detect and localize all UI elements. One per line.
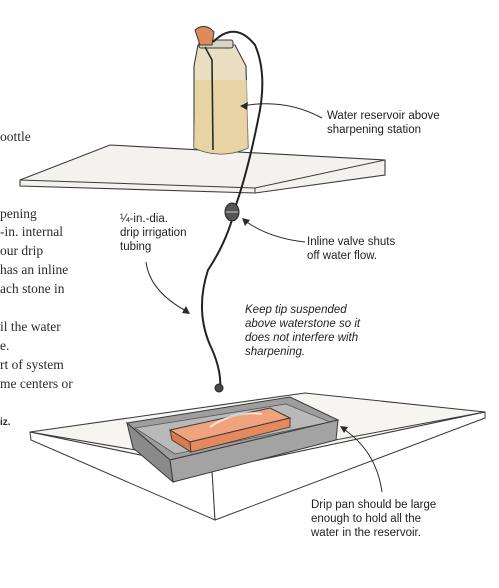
reservoir-callout-line-1: Water reservoir above [327,110,440,122]
left-text-line-9: rt of system [0,357,64,372]
upper-shelf [19,144,386,194]
leader-arrowheads [182,102,348,433]
drip-pan-callout-line-1: Drip pan should be large [311,499,437,511]
reservoir-callout: Water reservoir above sharpening station [327,109,440,137]
valve-callout-line-1: Inline valve shuts [307,236,396,248]
tip-callout-line-3: does not interfere with [245,332,359,344]
left-bold-fragment: iz. [0,417,11,428]
drip-pan-callout-line-2: enough to hold all the [311,513,421,525]
tip-callout-line-2: above waterstone so it [245,318,361,330]
left-text-line-6: ach stone in [0,281,65,296]
left-text-line-1: oottle [0,129,31,144]
left-text-line-2: pening [0,206,37,221]
tubing-callout-line-3: tubing [120,241,152,253]
left-text-line-7: il the water [0,319,61,334]
tip-callout-line-4: sharpening. [245,346,306,358]
drip-pan-callout: Drip pan should be large enough to hold … [311,498,436,540]
left-text-line-4: our drip [0,243,44,258]
inline-valve [224,202,240,222]
left-text-line-5: has an inline [0,262,69,277]
valve-callout-line-2: off water flow. [307,250,378,262]
tip-callout: Keep tip suspended above waterstone so i… [245,303,360,359]
tip-callout-line-1: Keep tip suspended [245,304,347,316]
valve-callout: Inline valve shuts off water flow. [307,235,395,263]
water-bottle [193,26,249,155]
waterstone [168,407,292,453]
tubing-callout-line-1: ¼-in.-dia. [120,213,168,225]
leader-lines [145,103,383,493]
reservoir-callout-line-2: sharpening station [327,124,421,136]
tubing-callout: ¼-in.-dia. drip irrigation tubing [120,212,186,254]
tubing-callout-line-2: drip irrigation [120,227,187,239]
left-text-line-3: -in. internal [0,224,63,239]
left-text-line-10: me centers or [0,376,73,391]
drip-pan-callout-line-3: water in the reservoir. [311,527,421,539]
drip-tip [214,383,224,393]
left-text-line-8: e. [0,338,10,353]
